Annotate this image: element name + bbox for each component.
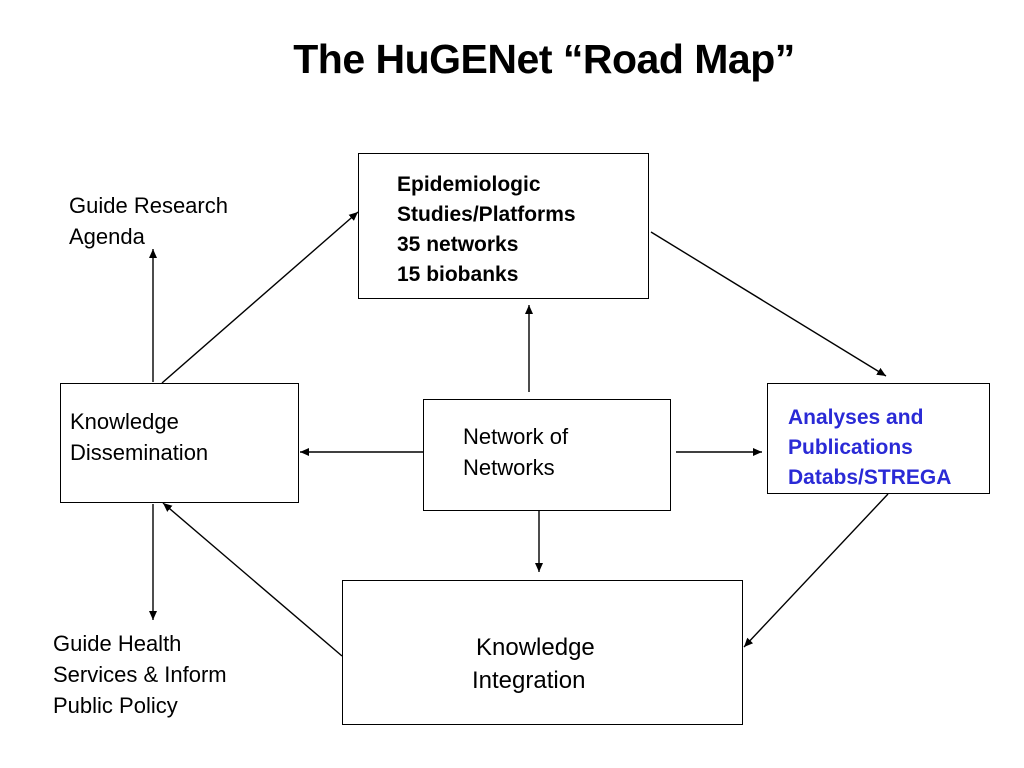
label-guide-research-line: Agenda [69, 224, 145, 249]
node-analyses-publications-line: Databs/STREGA [788, 466, 952, 489]
node-knowledge-integration-text: Knowledge Integration [472, 631, 595, 697]
slide-title: The HuGENet “Road Map” [293, 36, 795, 82]
edge-analyses-to-integration [743, 493, 889, 648]
node-knowledge-dissemination: Knowledge Dissemination [60, 383, 299, 503]
label-guide-health: Guide Health Services & Inform Public Po… [53, 628, 227, 721]
node-knowledge-dissemination-text: Knowledge Dissemination [70, 406, 208, 468]
node-epidemiologic: Epidemiologic Studies/Platforms 35 netwo… [358, 153, 649, 299]
node-network-of-networks-line: Networks [463, 455, 555, 480]
node-network-of-networks-line: Network of [463, 424, 569, 449]
node-network-of-networks: Network of Networks [423, 399, 671, 511]
edge-integration-to-dissemination [162, 502, 343, 657]
node-epidemiologic-line: 35 networks [397, 233, 519, 256]
node-analyses-publications-text: Analyses and Publications Databs/STREGA [788, 403, 951, 493]
edge-dissemination-to-epidemiologic [161, 211, 359, 384]
node-epidemiologic-line: 15 biobanks [397, 263, 519, 286]
node-network-of-networks-text: Network of Networks [463, 421, 568, 483]
node-analyses-publications-line: Publications [788, 436, 913, 459]
edge-epidemiologic-to-analyses [650, 231, 887, 377]
label-guide-research: Guide Research Agenda [69, 190, 228, 252]
node-analyses-publications-line: Analyses and [788, 406, 924, 429]
node-epidemiologic-text: Epidemiologic Studies/Platforms 35 netwo… [397, 170, 576, 290]
node-knowledge-integration-line: Integration [472, 667, 586, 694]
label-guide-research-line: Guide Research [69, 193, 228, 218]
node-epidemiologic-line: Epidemiologic [397, 173, 541, 196]
label-guide-health-line: Guide Health [53, 631, 182, 656]
node-epidemiologic-line: Studies/Platforms [397, 203, 576, 226]
node-knowledge-dissemination-line: Knowledge [70, 409, 179, 434]
label-guide-health-line: Public Policy [53, 693, 178, 718]
node-knowledge-integration-line: Knowledge [476, 634, 595, 661]
node-analyses-publications: Analyses and Publications Databs/STREGA [767, 383, 990, 494]
node-knowledge-dissemination-line: Dissemination [70, 440, 209, 465]
label-guide-health-line: Services & Inform [53, 662, 227, 687]
node-knowledge-integration: Knowledge Integration [342, 580, 743, 725]
